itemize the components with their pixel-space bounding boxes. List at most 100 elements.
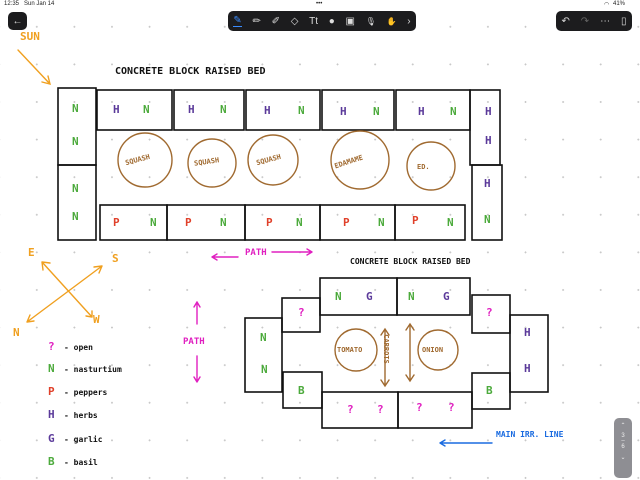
legend-value: - basil — [64, 458, 98, 467]
plant-label: N — [72, 135, 79, 148]
plant-label: G — [366, 290, 373, 303]
undo-icon[interactable]: ↶ — [561, 15, 570, 27]
plant-label: H — [484, 177, 491, 190]
mic-icon[interactable]: 🎙 — [365, 16, 376, 26]
back-button[interactable]: ← — [8, 12, 27, 30]
plant-label: N — [220, 103, 227, 116]
plant-label: P — [343, 216, 350, 229]
legend-value: - herbs — [64, 411, 98, 420]
plant-label: ? — [448, 401, 455, 414]
plant-label: N — [296, 216, 303, 229]
pages-icon[interactable]: ▯ — [621, 15, 627, 27]
plant-label: N — [378, 216, 385, 229]
right-toolbar: ↶ ↷ ⋯ ▯ — [556, 11, 632, 31]
plant-label: N — [72, 182, 79, 195]
plant-label: P — [185, 216, 192, 229]
edamame-label: ED. — [417, 163, 430, 171]
compass-east: E — [28, 246, 35, 259]
wifi-icon: ◠ — [604, 2, 610, 8]
page-current: 3 — [621, 433, 625, 439]
plant-label: N — [150, 216, 157, 229]
irrigation-arrow — [439, 439, 493, 447]
hand-icon[interactable]: ✋ — [386, 16, 397, 26]
page-navigator[interactable]: ⌃ 3 – 6 ⌄ — [614, 418, 632, 478]
legend-key: P — [48, 385, 55, 398]
plant-label: H — [485, 134, 492, 147]
plant-label: N — [261, 363, 268, 376]
plant-label: ? — [416, 401, 423, 414]
plant-label: N — [408, 290, 415, 303]
plant-label: G — [443, 290, 450, 303]
lasso-icon[interactable]: ● — [328, 15, 335, 27]
legend-value: - open — [64, 343, 93, 352]
pencil-icon[interactable]: ✏ — [252, 15, 261, 27]
page-separator: – — [621, 438, 625, 444]
plant-label: H — [524, 362, 531, 375]
legend-key: ? — [48, 340, 55, 353]
legend-key: B — [48, 455, 55, 468]
plant-label: H — [524, 326, 531, 339]
marker-icon[interactable]: ✐ — [271, 15, 280, 27]
plant-label: ? — [486, 306, 493, 319]
plant-label: N — [447, 216, 454, 229]
legend-key: G — [48, 432, 55, 445]
status-date: Sun Jan 14 — [24, 1, 55, 7]
plant-label: N — [260, 331, 267, 344]
back-arrow-icon: ← — [12, 15, 23, 27]
legend-key: H — [48, 408, 55, 421]
path-label-horizontal: PATH — [245, 248, 267, 258]
plant-label: P — [113, 216, 120, 229]
onion-label: ONION — [422, 346, 444, 354]
irrigation-label: MAIN IRR. LINE — [496, 430, 564, 439]
bed1-blocks — [57, 87, 503, 241]
plant-label: N — [450, 105, 457, 118]
plant-label: N — [373, 105, 380, 118]
compass-south: S — [112, 252, 119, 265]
plant-label: H — [188, 103, 195, 116]
page-total: 6 — [621, 444, 625, 450]
image-icon[interactable]: ▣ — [345, 15, 355, 27]
plant-label: H — [113, 103, 120, 116]
plant-label: N — [72, 102, 79, 115]
eraser-icon[interactable]: ◇ — [290, 15, 299, 27]
sun-label: SUN — [20, 30, 40, 43]
path-arrows — [193, 248, 313, 383]
carrots-label: CARROTS — [381, 334, 390, 364]
pen-icon[interactable]: ✎ — [233, 15, 242, 27]
status-time: 12:35 — [4, 1, 20, 7]
multitask-dots-icon[interactable]: ••• — [316, 1, 323, 7]
legend-value: - nasturtium — [64, 365, 122, 374]
plant-label: H — [264, 104, 271, 117]
compass-and-sun-arrows — [17, 49, 103, 323]
tool-palette: ✎ ✏ ✐ ◇ Tt ● ▣ 🎙 ✋ › — [228, 11, 416, 31]
battery-level: 41% — [613, 1, 626, 7]
compass-north: N — [13, 326, 20, 339]
page-down-icon[interactable]: ⌄ — [620, 455, 626, 461]
chevron-right-icon[interactable]: › — [407, 15, 411, 27]
legend-key: N — [48, 362, 55, 375]
text-icon[interactable]: Tt — [309, 15, 318, 27]
tomato-label: TOMATO — [337, 346, 363, 354]
plant-label: B — [298, 384, 305, 397]
bed2-title: CONCRETE BLOCK RAISED BED — [350, 257, 471, 266]
legend-value: - garlic — [64, 435, 103, 444]
status-bar: 12:35 Sun Jan 14 ••• ◠ 41% — [0, 0, 640, 10]
page-up-icon[interactable]: ⌃ — [620, 423, 626, 429]
plant-label: ? — [347, 403, 354, 416]
redo-icon[interactable]: ↷ — [580, 15, 590, 27]
plant-label: N — [143, 103, 150, 116]
path-label-vertical: PATH — [183, 337, 205, 347]
plant-label: P — [412, 214, 419, 227]
plant-label: N — [298, 104, 305, 117]
bed1-title: CONCRETE BLOCK RAISED BED — [115, 66, 266, 77]
bed2-blocks — [244, 277, 549, 429]
plant-label: H — [340, 105, 347, 118]
plant-label: P — [266, 216, 273, 229]
plant-label: N — [220, 216, 227, 229]
more-icon[interactable]: ⋯ — [600, 15, 611, 27]
plant-circles — [117, 130, 459, 388]
plant-label: H — [485, 105, 492, 118]
plant-label: ? — [377, 403, 384, 416]
plant-label: N — [72, 210, 79, 223]
